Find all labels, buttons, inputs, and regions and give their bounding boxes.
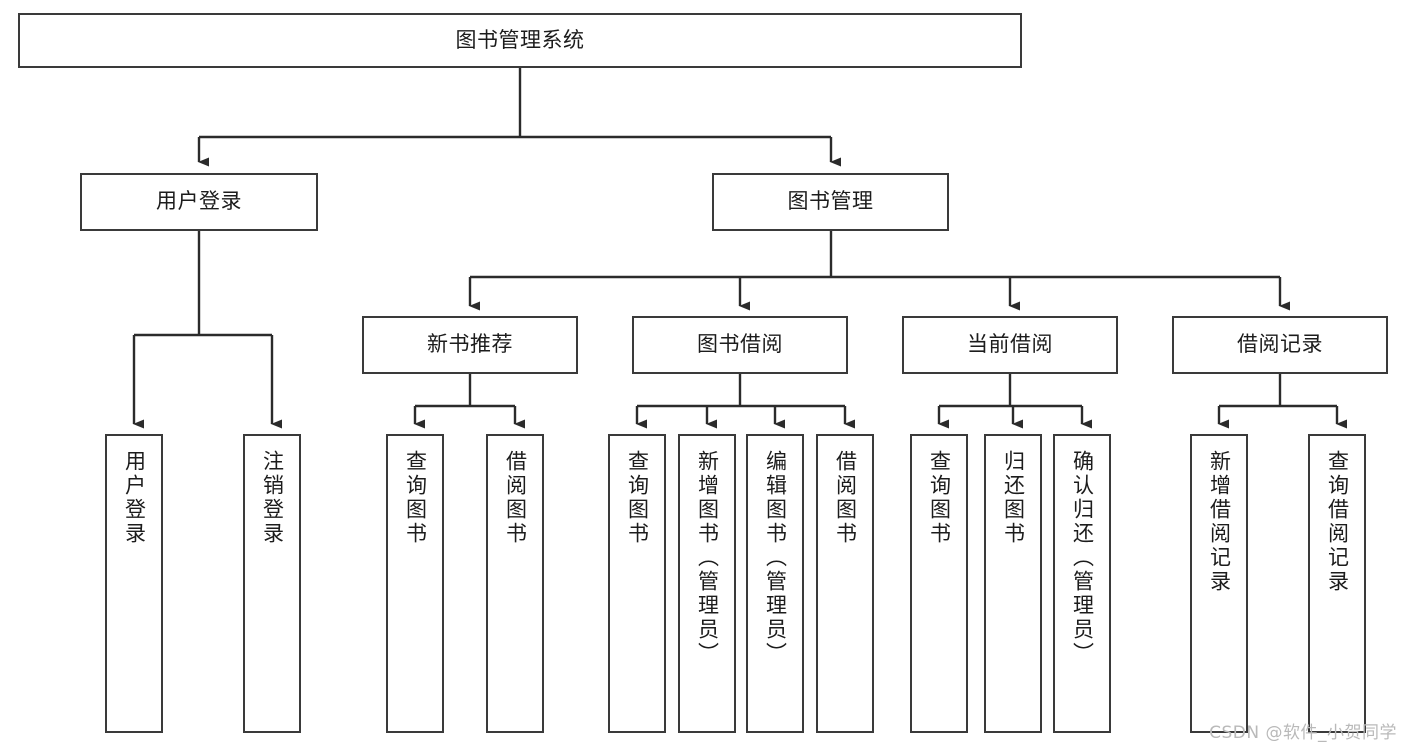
node-book-borrow[interactable]: 图书借阅: [632, 316, 848, 374]
node-leaf-borrow-book-2[interactable]: 借阅图书: [816, 434, 874, 733]
node-book-borrow-label: 图书借阅: [697, 332, 783, 357]
node-book-manage-label: 图书管理: [787, 189, 874, 214]
node-leaf-edit-book-label: 编辑图书（管理员）: [763, 450, 788, 666]
node-user-login[interactable]: 用户登录: [80, 173, 318, 231]
node-leaf-query-record[interactable]: 查询借阅记录: [1308, 434, 1366, 733]
node-leaf-query-book-2[interactable]: 查询图书: [608, 434, 666, 733]
node-user-login-label: 用户登录: [156, 189, 242, 214]
node-root[interactable]: 图书管理系统: [18, 13, 1022, 68]
csdn-watermark: CSDN @软件_小贺同学: [1209, 723, 1397, 743]
node-leaf-logout-label: 注销登录: [260, 450, 285, 546]
node-leaf-query-book-1-label: 查询图书: [403, 450, 428, 546]
node-new-book-rec-label: 新书推荐: [427, 332, 513, 357]
node-leaf-borrow-book-1[interactable]: 借阅图书: [486, 434, 544, 733]
node-leaf-query-book-3-label: 查询图书: [927, 450, 952, 546]
node-leaf-borrow-book-1-label: 借阅图书: [503, 450, 528, 546]
node-leaf-return-book[interactable]: 归还图书: [984, 434, 1042, 733]
node-leaf-return-book-label: 归还图书: [1001, 450, 1026, 546]
node-borrow-record-label: 借阅记录: [1237, 332, 1323, 357]
node-leaf-logout[interactable]: 注销登录: [243, 434, 301, 733]
node-leaf-query-book-1[interactable]: 查询图书: [386, 434, 444, 733]
node-leaf-edit-book[interactable]: 编辑图书（管理员）: [746, 434, 804, 733]
node-current-borrow-label: 当前借阅: [967, 332, 1053, 357]
node-leaf-query-record-label: 查询借阅记录: [1325, 450, 1350, 594]
node-leaf-add-book[interactable]: 新增图书（管理员）: [678, 434, 736, 733]
node-leaf-add-record-label: 新增借阅记录: [1207, 450, 1232, 594]
node-leaf-query-book-3[interactable]: 查询图书: [910, 434, 968, 733]
node-leaf-user-login[interactable]: 用户登录: [105, 434, 163, 733]
node-leaf-confirm-return[interactable]: 确认归还（管理员）: [1053, 434, 1111, 733]
node-root-label: 图书管理系统: [455, 27, 585, 52]
node-leaf-confirm-return-label: 确认归还（管理员）: [1070, 450, 1095, 666]
node-book-manage[interactable]: 图书管理: [712, 173, 949, 231]
node-leaf-borrow-book-2-label: 借阅图书: [833, 450, 858, 546]
node-leaf-user-login-label: 用户登录: [122, 450, 147, 546]
node-current-borrow[interactable]: 当前借阅: [902, 316, 1118, 374]
node-leaf-add-record[interactable]: 新增借阅记录: [1190, 434, 1248, 733]
node-leaf-add-book-label: 新增图书（管理员）: [695, 450, 720, 666]
node-borrow-record[interactable]: 借阅记录: [1172, 316, 1388, 374]
node-leaf-query-book-2-label: 查询图书: [625, 450, 650, 546]
node-new-book-rec[interactable]: 新书推荐: [362, 316, 578, 374]
